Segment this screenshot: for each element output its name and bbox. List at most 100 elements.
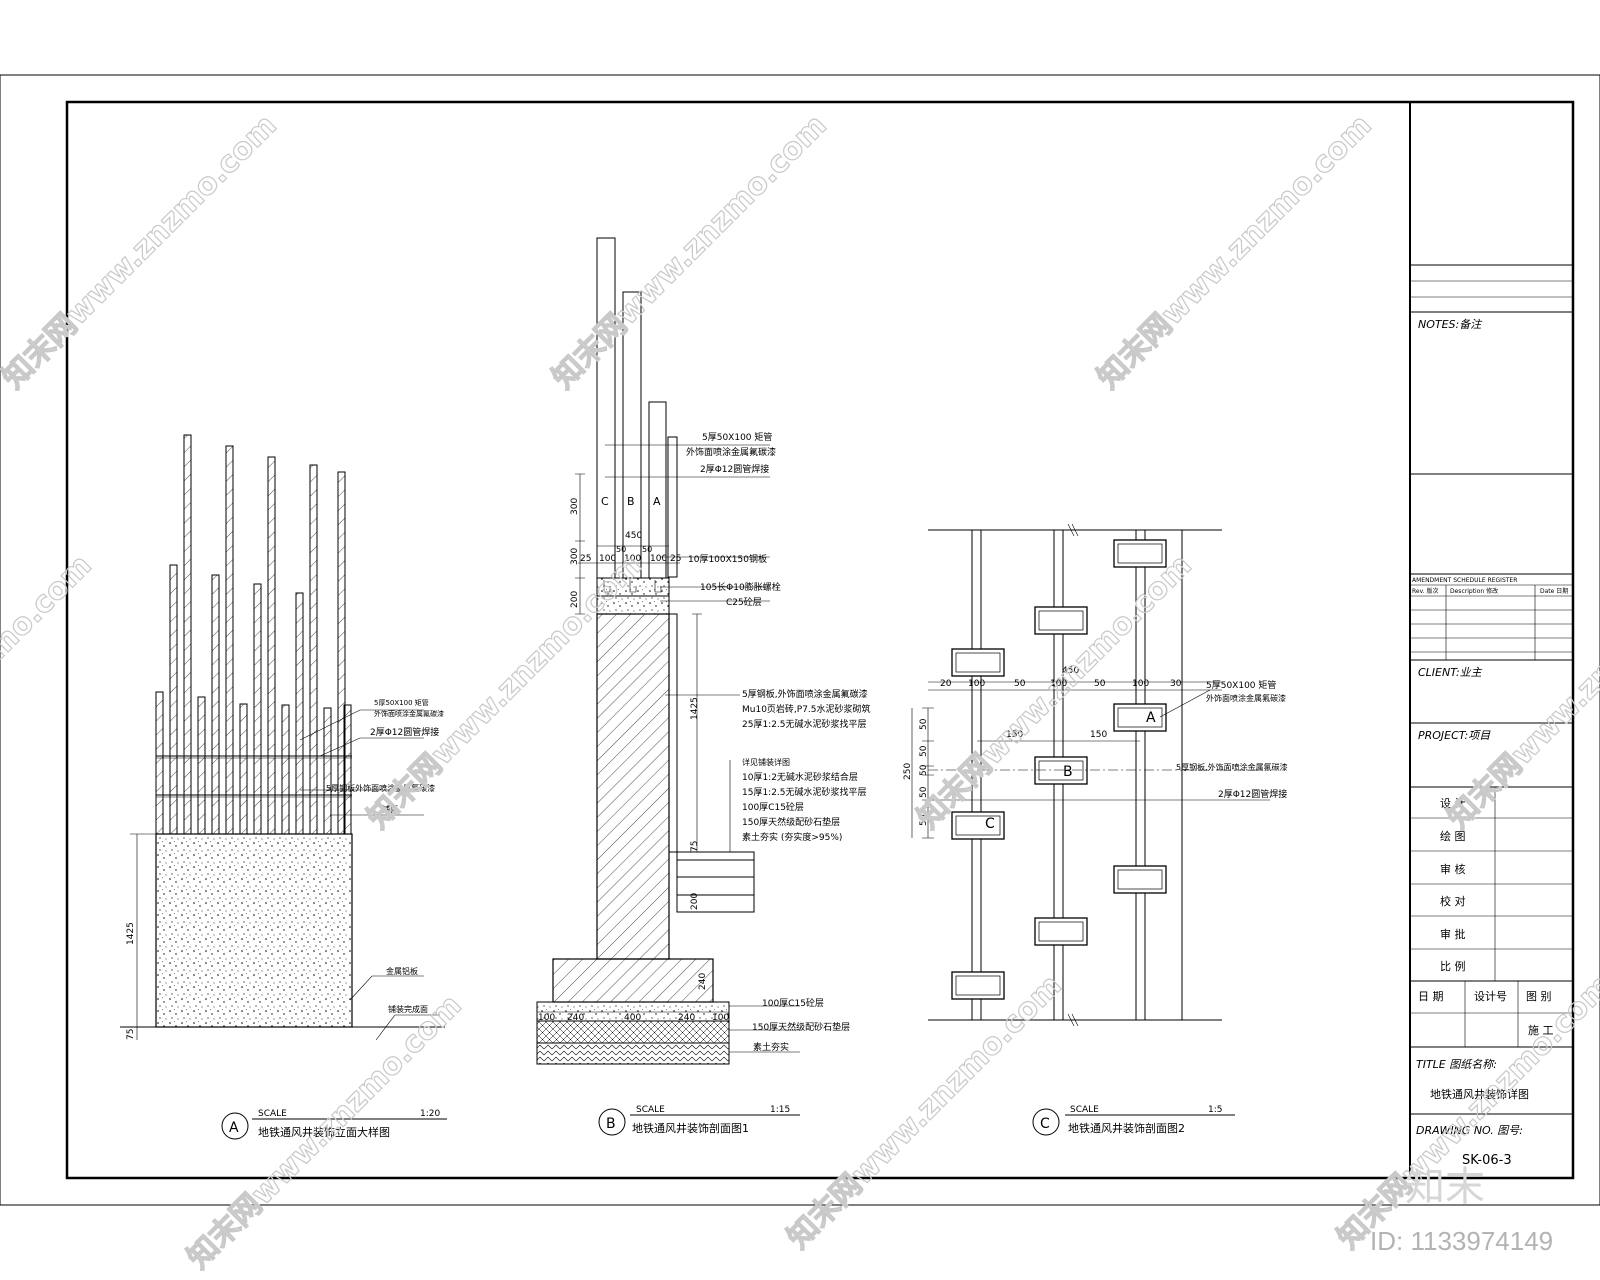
vertical-tube-10 bbox=[281, 704, 290, 835]
view-label-b: B SCALE 1:15 地铁通风井装饰剖面图1 bbox=[598, 1105, 800, 1136]
vertical-tube-15 bbox=[343, 704, 352, 835]
stage-label: 施 工 bbox=[1528, 1024, 1554, 1037]
view-marker-c bbox=[1032, 1108, 1060, 1136]
note-a-tube: 5厚50X100 矩管 bbox=[374, 698, 429, 707]
planter-base bbox=[155, 833, 353, 1028]
note-c-paint: 外饰面喷涂金属氟碳漆 bbox=[1206, 693, 1286, 703]
notes-label: NOTES:备注 bbox=[1418, 318, 1483, 331]
amendment-col-date: Date 日期 bbox=[1540, 587, 1568, 595]
scale-label-b: SCALE bbox=[636, 1105, 665, 1115]
dim-b-25a: 25 bbox=[580, 554, 591, 564]
tube-section-7 bbox=[1113, 865, 1167, 894]
dim-b-base-240a: 240 bbox=[567, 1013, 584, 1023]
tube-section-1 bbox=[1113, 539, 1167, 568]
dim-b-200: 200 bbox=[570, 591, 580, 608]
dim-b-300b: 300 bbox=[570, 548, 580, 565]
vertical-tube-3 bbox=[183, 434, 192, 835]
dim-75-a: 75 bbox=[126, 1029, 136, 1040]
dim-c-50a: 50 bbox=[1014, 679, 1026, 689]
dim-c-30: 30 bbox=[1170, 679, 1182, 689]
watermark-4: 知末网www.znzmo.com bbox=[0, 548, 99, 836]
role-check: 校 对 bbox=[1440, 894, 1466, 908]
rod-right bbox=[1135, 529, 1146, 1021]
dim-b-240: 240 bbox=[698, 973, 708, 990]
vertical-tube-6 bbox=[225, 445, 234, 835]
tube-section-9 bbox=[951, 971, 1005, 1000]
note-b-c25: C25砼层 bbox=[726, 596, 762, 608]
footer-date: 日 期 bbox=[1418, 990, 1444, 1003]
scale-label-a: SCALE bbox=[258, 1109, 287, 1119]
view-marker-a bbox=[221, 1112, 249, 1140]
scale-value-b: 1:15 bbox=[770, 1105, 790, 1115]
note-a-rod: 2厚Φ12圆管焊接 bbox=[370, 726, 439, 738]
vertical-tube-1 bbox=[155, 691, 164, 835]
note-b-wall-level: 25厚1:2.5无碱水泥砂浆找平层 bbox=[742, 718, 867, 730]
view-letter-b: B bbox=[606, 1116, 616, 1132]
watermark-3: 知末网www.znzmo.com bbox=[1091, 108, 1379, 396]
paving-soil bbox=[676, 894, 755, 913]
note-c-rod: 2厚Φ12圆管焊接 bbox=[1218, 788, 1287, 800]
note-b-rod: 2厚Φ12圆管焊接 bbox=[700, 463, 769, 475]
vertical-tube-14 bbox=[337, 471, 346, 835]
dim-c-100b: 100 bbox=[1050, 679, 1067, 689]
note-b-pave-1: 10厚1:2无碱水泥砂浆结合层 bbox=[742, 771, 858, 783]
tube-section-3 bbox=[951, 648, 1005, 677]
dim-b-100c: 100 bbox=[650, 554, 667, 564]
dim-b-50a: 50 bbox=[616, 545, 626, 554]
drawing-frame bbox=[65, 100, 1575, 1180]
dim-b-450: 450 bbox=[625, 531, 642, 541]
tube-label-c: C bbox=[601, 495, 609, 508]
note-b-wall-brick: Mu10页岩砖,P7.5水泥砂浆砌筑 bbox=[742, 703, 871, 715]
footer-design-no: 设计号 bbox=[1474, 990, 1507, 1003]
note-a-plate: 5厚钢板外饰面喷涂金属氟碳漆 bbox=[326, 783, 435, 793]
watermark-9: 知末网www.znzmo.com bbox=[781, 968, 1069, 1256]
role-scale: 比 例 bbox=[1440, 959, 1466, 973]
watermark-2: 知末网www.znzmo.com bbox=[546, 108, 834, 396]
note-b-pave-2: 15厚1:2.5无碱水泥砂浆找平层 bbox=[742, 786, 867, 798]
tube-label-a: A bbox=[653, 495, 661, 508]
vertical-tube-11 bbox=[295, 592, 304, 835]
tube-section-4 bbox=[1113, 703, 1167, 732]
view-label-c: C SCALE 1:5 地铁通风井装饰剖面图2 bbox=[1032, 1105, 1235, 1136]
elevation-a: 1425 75 5厚50X100 矩管 外饰面喷涂金属氟碳漆 2厚Φ12圆管焊接… bbox=[120, 434, 445, 1041]
brick-wall bbox=[596, 613, 670, 960]
tube-label-b: B bbox=[627, 495, 635, 508]
note-b-wall-plate: 5厚钢板,外饰面喷涂金属氟碳漆 bbox=[742, 688, 868, 700]
image-id: ID: 1133974149 bbox=[1370, 1226, 1553, 1256]
client-label: CLIENT:业主 bbox=[1418, 666, 1483, 679]
view-label-a: A SCALE 1:20 地铁通风井装饰立面大样图 bbox=[221, 1109, 447, 1140]
note-c-tube: 5厚50X100 矩管 bbox=[1206, 679, 1276, 691]
dim-c-l50c: 50 bbox=[919, 764, 929, 776]
view-name-b: 地铁通风井装饰剖面图1 bbox=[632, 1121, 749, 1135]
tube-section-6 bbox=[951, 811, 1005, 840]
note-b-tube: 5厚50X100 矩管 bbox=[702, 431, 772, 443]
dim-b-300a: 300 bbox=[570, 498, 580, 515]
dim-c-l50d: 50 bbox=[919, 786, 929, 798]
view-name-c: 地铁通风井装饰剖面图2 bbox=[1068, 1121, 1185, 1135]
sheet-outer-border bbox=[0, 74, 1600, 1206]
dim-b-base-100a: 100 bbox=[538, 1013, 555, 1023]
section-b: C B A 300 300 200 1425 75 200 240 450 25… bbox=[536, 237, 871, 1065]
role-review: 审 核 bbox=[1440, 862, 1466, 876]
footer-category: 图 别 bbox=[1526, 990, 1552, 1003]
vertical-tube-5 bbox=[211, 574, 220, 835]
note-b-bolt: 105长Φ10膨胀螺栓 bbox=[700, 581, 781, 593]
amendment-col-desc: Description 修改 bbox=[1450, 587, 1498, 595]
note-b-pave-5: 素土夯实 (夯实度>95%) bbox=[742, 831, 842, 843]
cladding-plate bbox=[668, 613, 678, 853]
view-letter-a: A bbox=[229, 1120, 239, 1136]
vertical-tube-13 bbox=[323, 707, 332, 835]
watermark-6: 知末网www.znzmo.com bbox=[911, 548, 1199, 836]
project-label: PROJECT:项目 bbox=[1418, 729, 1491, 742]
dim-b-75: 75 bbox=[690, 841, 700, 852]
dim-c-l50e: 50 bbox=[919, 814, 929, 826]
vertical-tube-2 bbox=[169, 564, 178, 835]
dim-c-250: 250 bbox=[903, 763, 913, 780]
dim-b-100b: 100 bbox=[624, 554, 641, 564]
drawing-title: 地铁通风井装饰详图 bbox=[1430, 1087, 1529, 1101]
tube-section-2 bbox=[1034, 606, 1088, 635]
dim-b-200b: 200 bbox=[690, 893, 700, 910]
dim-c-100a: 100 bbox=[968, 679, 985, 689]
role-design: 设 计 bbox=[1440, 797, 1466, 810]
